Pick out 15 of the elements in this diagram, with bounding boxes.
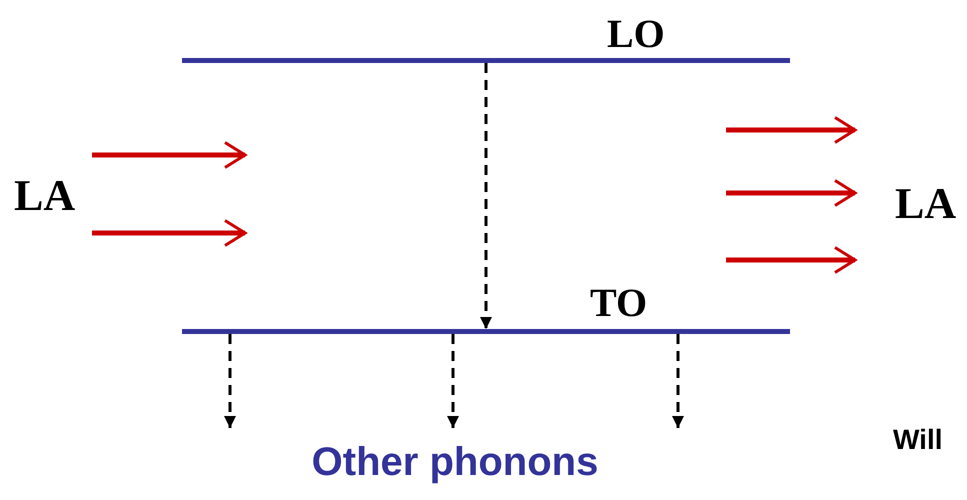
level-label: LO — [607, 10, 665, 57]
arrow — [726, 116, 856, 144]
arrow — [672, 334, 684, 428]
arrow — [726, 246, 856, 274]
phonon-label: LA — [894, 178, 958, 230]
arrow — [224, 334, 236, 428]
arrow — [92, 219, 246, 247]
arrow — [92, 141, 246, 169]
arrow — [447, 334, 459, 428]
phonon-label: LA — [13, 170, 76, 222]
arrow — [480, 63, 492, 329]
level-label: TO — [590, 279, 648, 326]
arrow — [726, 179, 856, 207]
author-note: Will — [893, 424, 943, 456]
phonon-label: Other phonons — [310, 439, 600, 486]
